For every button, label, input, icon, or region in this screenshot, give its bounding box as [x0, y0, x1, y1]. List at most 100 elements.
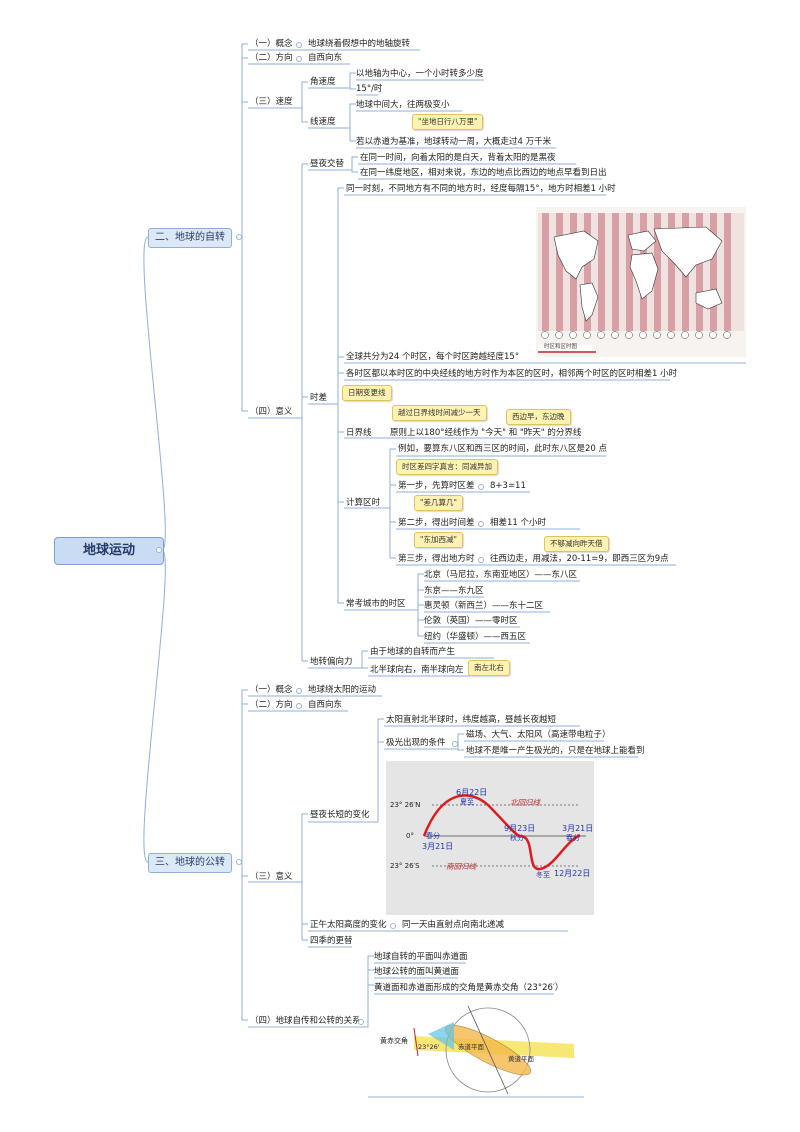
- calc-example[interactable]: 例如，要算东八区和西三区的时间，此时东八区是20 点: [398, 444, 608, 454]
- calc-note-4[interactable]: 不够减向昨天借: [544, 536, 609, 552]
- aurora-label[interactable]: 极光出现的条件: [386, 738, 446, 748]
- aurora-2[interactable]: 地球不是唯一产生极光的，只是在地球上能看到: [466, 746, 645, 756]
- dateline-note-2[interactable]: 越过日界线时间减少一天: [392, 405, 487, 421]
- time-zone-map: 时区和区时图: [536, 207, 746, 357]
- south-line-label: 南回归线: [446, 862, 476, 871]
- city-item[interactable]: 伦敦（英国）——零时区: [424, 616, 518, 626]
- connector-dot: [390, 923, 396, 929]
- noon-text[interactable]: 同一天由直射点向南北递减: [402, 920, 505, 930]
- label-jun: 夏至: [460, 798, 474, 806]
- connector-dot: [478, 484, 484, 490]
- daynight-label[interactable]: 昼夜交替: [310, 159, 345, 169]
- city-item[interactable]: 东京——东九区: [424, 586, 484, 596]
- connector-dot: [156, 547, 162, 553]
- calc-step-1-value[interactable]: 8+3=11: [490, 481, 526, 491]
- dateline-note[interactable]: 日期变更线: [342, 385, 392, 401]
- timediff-3[interactable]: 各时区都以本时区的中央经线的地方时作为本区的区时，相邻两个时区的区时相差1 小时: [346, 369, 678, 379]
- angular-speed-1[interactable]: 以地轴为中心，一个小时转多少度: [356, 69, 484, 79]
- section-revolution[interactable]: 三、地球的公转: [148, 853, 232, 873]
- seasons-label[interactable]: 四季的更替: [310, 936, 353, 946]
- lat-south-label: 23° 26′S: [390, 862, 420, 870]
- lat-north-label: 23° 26′N: [390, 801, 421, 809]
- calc-step-2[interactable]: 第二步，得出时间差: [398, 518, 475, 528]
- time-zone-map-caption: 时区和区时图: [544, 344, 578, 350]
- dateline-text[interactable]: 原则上以180°经线作为 "今天" 和 "昨天" 的分界线: [390, 428, 582, 438]
- deflect-label[interactable]: 地转偏向力: [310, 657, 353, 667]
- noon-label[interactable]: 正午太阳高度的变化: [310, 920, 387, 930]
- rotation-direction-text[interactable]: 自西向东: [308, 53, 343, 63]
- calc-note-2[interactable]: "差几算几": [414, 495, 463, 511]
- timediff-1[interactable]: 同一时刻，不同地方有不同的地方时，经度每隔15°，地方时相差1 小时: [346, 184, 616, 194]
- rotation-concept-label[interactable]: （一）概念: [250, 39, 293, 49]
- date-sep: 9月23日: [504, 824, 536, 833]
- obliquity-angle-label: 黄赤交角: [380, 1037, 408, 1045]
- deflect-note[interactable]: 南左北右: [468, 660, 510, 676]
- revolution-direction-text[interactable]: 自西向东: [308, 700, 343, 710]
- cities-label[interactable]: 常考城市的时区: [346, 599, 406, 609]
- relation-label[interactable]: （四）地球自传和公转的关系: [250, 1016, 361, 1026]
- connector-dot: [478, 557, 484, 563]
- calc-note-1[interactable]: 时区差四字真言：同减异加: [396, 459, 498, 475]
- rotation-meaning-label[interactable]: （四）意义: [250, 407, 293, 417]
- obliquity-degree: 23°26': [418, 1043, 440, 1051]
- north-line-label: 北回归线: [510, 798, 540, 807]
- timediff-label[interactable]: 时差: [310, 393, 328, 403]
- deflect-2[interactable]: 北半球向右，南半球向左: [370, 665, 464, 675]
- city-item[interactable]: 北京（马尼拉，东南亚地区）——东八区: [424, 570, 578, 580]
- rotation-direction-label[interactable]: （二）方向: [250, 53, 293, 63]
- timediff-2[interactable]: 全球共分为24 个时区，每个时区跨越经度15°: [346, 352, 520, 362]
- time-zone-map-graphic: [538, 213, 744, 353]
- daynight-2[interactable]: 在同一纬度地区，相对来说，东边的地点比西边的地点早看到日出: [360, 168, 607, 178]
- connector-dot: [296, 56, 302, 62]
- calc-step-1[interactable]: 第一步，先算时区差: [398, 481, 475, 491]
- connector-dot: [452, 741, 458, 747]
- relation-2[interactable]: 地球公转的面叫黄道面: [374, 967, 460, 977]
- solar-declination-chart: 23° 26′N 0° 23° 26′S 6月22日 夏至 北回归线 春分 3月…: [386, 761, 594, 915]
- calc-step-3[interactable]: 第三步，得出地方时: [398, 554, 475, 564]
- connector-dot: [358, 1019, 364, 1025]
- solar-curve-graphic: [422, 794, 586, 871]
- linear-speed-label[interactable]: 线速度: [310, 117, 336, 127]
- linear-speed-note[interactable]: "坐地日行八万里": [412, 114, 484, 130]
- date-mar: 3月21日: [422, 842, 454, 851]
- deflect-1[interactable]: 由于地球的自转而产生: [370, 647, 456, 657]
- daynight-1[interactable]: 在同一时间，向着太阳的是白天，背着太阳的是黑夜: [360, 153, 556, 163]
- linear-speed-2[interactable]: 若以赤道为基准，地球转动一周，大概走过4 万千米: [356, 137, 552, 147]
- obliquity-graphic: [413, 1005, 574, 1095]
- connector-dot: [478, 521, 484, 527]
- ecliptic-plane-label: 黄道平面: [508, 1055, 534, 1063]
- label-dec: 冬至: [536, 871, 550, 879]
- root-node[interactable]: 地球运动: [54, 537, 164, 565]
- revolution-direction-label[interactable]: （二）方向: [250, 700, 293, 710]
- connector-dot: [236, 859, 242, 865]
- calc-label[interactable]: 计算区时: [346, 498, 381, 508]
- dateline-label[interactable]: 日界线: [346, 428, 372, 438]
- linear-speed-1[interactable]: 地球中间大，往两极变小: [356, 100, 450, 110]
- revolution-meaning-label[interactable]: （三）意义: [250, 872, 293, 882]
- connector-dot: [296, 703, 302, 709]
- calc-step-3-value[interactable]: 往西边走，用减法，20-11=9，即西三区为9点: [490, 554, 669, 564]
- city-item[interactable]: 纽约（华盛顿）——西五区: [424, 632, 527, 642]
- calc-note-3[interactable]: "东加西减": [414, 532, 463, 548]
- daylen-1[interactable]: 太阳直射北半球时，纬度越高，昼越长夜越短: [386, 715, 557, 725]
- daylen-label[interactable]: 昼夜长短的变化: [310, 810, 370, 820]
- dateline-note-3[interactable]: 西边早，东边晚: [506, 409, 571, 425]
- connector-dot: [296, 42, 302, 48]
- angular-speed-label[interactable]: 角速度: [310, 77, 336, 87]
- relation-1[interactable]: 地球自转的平面叫赤道面: [374, 952, 468, 962]
- date-mar-2: 3月21日: [562, 824, 594, 833]
- city-item[interactable]: 惠灵顿（新西兰）——东十二区: [424, 601, 544, 611]
- revolution-concept-text[interactable]: 地球绕太阳的运动: [308, 685, 377, 695]
- section-rotation[interactable]: 二、地球的自转: [148, 228, 232, 248]
- aurora-1[interactable]: 磁场、大气、太阳风（高速带电粒子）: [466, 730, 611, 740]
- calc-step-2-value[interactable]: 相差11 个小时: [490, 518, 547, 528]
- label-mar: 春分: [426, 832, 440, 840]
- rotation-concept-text[interactable]: 地球绕着假想中的地轴旋转: [308, 39, 411, 49]
- label-mar-2: 春分: [566, 834, 580, 842]
- angular-speed-2[interactable]: 15°/时: [356, 84, 383, 94]
- rotation-speed-label[interactable]: （三）速度: [250, 97, 293, 107]
- revolution-concept-label[interactable]: （一）概念: [250, 685, 293, 695]
- obliquity-figure: 黄赤交角 23°26' 赤道平面 黄道平面: [374, 1000, 584, 1096]
- relation-3[interactable]: 黄道面和赤道面形成的交角是黄赤交角（23°26′）: [374, 983, 564, 993]
